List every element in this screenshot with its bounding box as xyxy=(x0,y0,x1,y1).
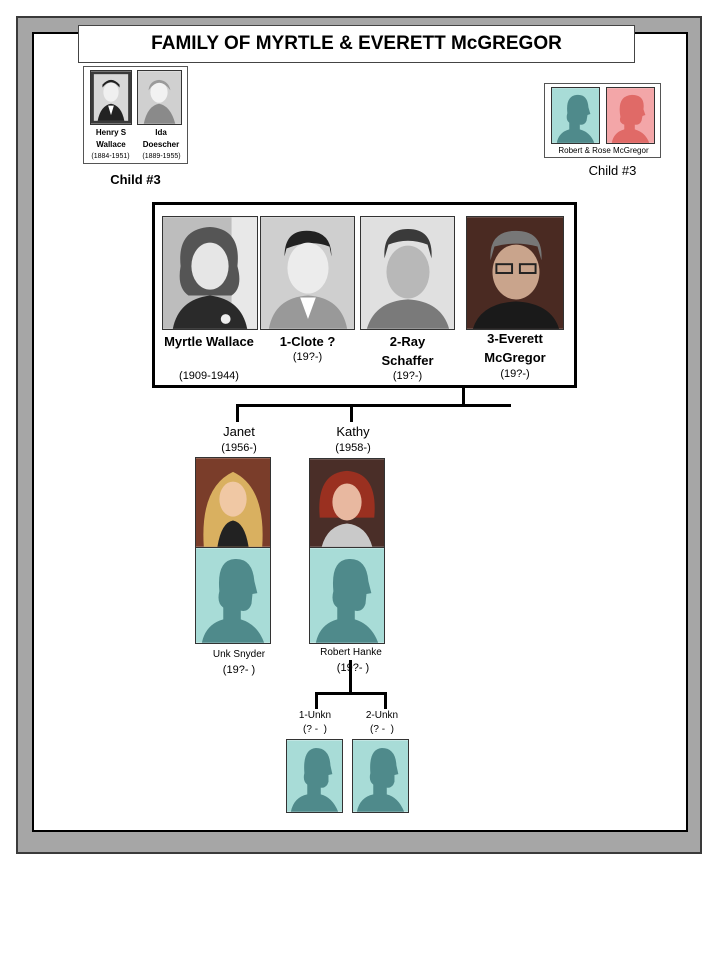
grandchild-2-dates: (? - ) xyxy=(370,724,394,735)
ray-schaffer-dates: (19?-) xyxy=(392,370,423,382)
page-title: FAMILY OF MYRTLE & EVERETT McGREGOR xyxy=(78,25,635,63)
clote-dates: (19?-) xyxy=(292,351,323,363)
left-parents-box: Henry S Wallace (1884-1951) Ida Doescher… xyxy=(83,66,188,164)
connector-line xyxy=(236,404,239,422)
ray-schaffer-photo xyxy=(360,216,455,330)
myrtle-wallace-photo xyxy=(162,216,258,330)
grandchild-1-dates: (? - ) xyxy=(303,724,327,735)
henry-wallace-dates: (1884-1951) xyxy=(91,153,130,160)
grandchild-2-silhouette-icon xyxy=(352,739,409,813)
janet-photo xyxy=(195,457,271,548)
right-parents-box: Robert & Rose McGregor xyxy=(544,83,661,158)
ida-doescher-photo xyxy=(137,70,182,125)
connector-line xyxy=(384,692,387,709)
everett-mcgregor-photo xyxy=(466,216,564,330)
everett-mcgregor-name: 3-Everett McGregor xyxy=(484,331,546,365)
robert-mcgregor-silhouette-icon xyxy=(551,87,600,144)
everett-mcgregor-dates: (19?-) xyxy=(500,368,530,380)
connector-line xyxy=(462,388,465,405)
kathy-dates: (1958-) xyxy=(335,442,371,454)
unk-snyder-dates: (19?- ) xyxy=(222,664,256,676)
grandchild-1-name: 1-Unkn xyxy=(298,710,332,721)
spouses-box: Myrtle Wallace (1909-1944) 1-Clote ? (19… xyxy=(152,202,577,388)
unk-snyder-name: Unk Snyder xyxy=(212,649,266,660)
henry-wallace-name: Henry S Wallace xyxy=(95,128,127,149)
clote-name: 1-Clote ? xyxy=(279,334,336,349)
ida-doescher-name: Ida Doescher xyxy=(142,128,180,149)
janet-name: Janet xyxy=(223,424,255,439)
kathy-photo xyxy=(309,458,385,548)
connector-line xyxy=(315,692,387,695)
connector-line xyxy=(349,660,352,694)
kathy-name: Kathy xyxy=(336,424,370,439)
left-child-label: Child #3 xyxy=(110,172,161,187)
inner-frame xyxy=(32,32,688,832)
robert-hanke-name: Robert Hanke xyxy=(320,647,382,658)
ray-schaffer-name: 2-Ray Schaffer xyxy=(381,334,434,368)
myrtle-wallace-dates: (1909-1944) xyxy=(179,370,239,382)
connector-line xyxy=(236,404,511,407)
right-child-label: Child #3 xyxy=(588,163,637,178)
henry-wallace-photo xyxy=(90,70,132,125)
connector-line xyxy=(315,692,318,709)
robert-hanke-dates: (19?- ) xyxy=(336,662,370,674)
grandchild-1-silhouette-icon xyxy=(286,739,343,813)
robert-rose-caption: Robert & Rose McGregor xyxy=(558,146,649,155)
robert-hanke-silhouette-icon xyxy=(309,547,385,644)
clote-photo xyxy=(260,216,355,330)
unk-snyder-silhouette-icon xyxy=(195,547,271,644)
myrtle-wallace-name: Myrtle Wallace xyxy=(164,334,254,349)
janet-dates: (1956-) xyxy=(221,442,257,454)
grandchild-2-name: 2-Unkn xyxy=(365,710,399,721)
rose-mcgregor-silhouette-icon xyxy=(606,87,655,144)
ida-doescher-dates: (1889-1955) xyxy=(142,153,181,160)
connector-line xyxy=(350,404,353,422)
